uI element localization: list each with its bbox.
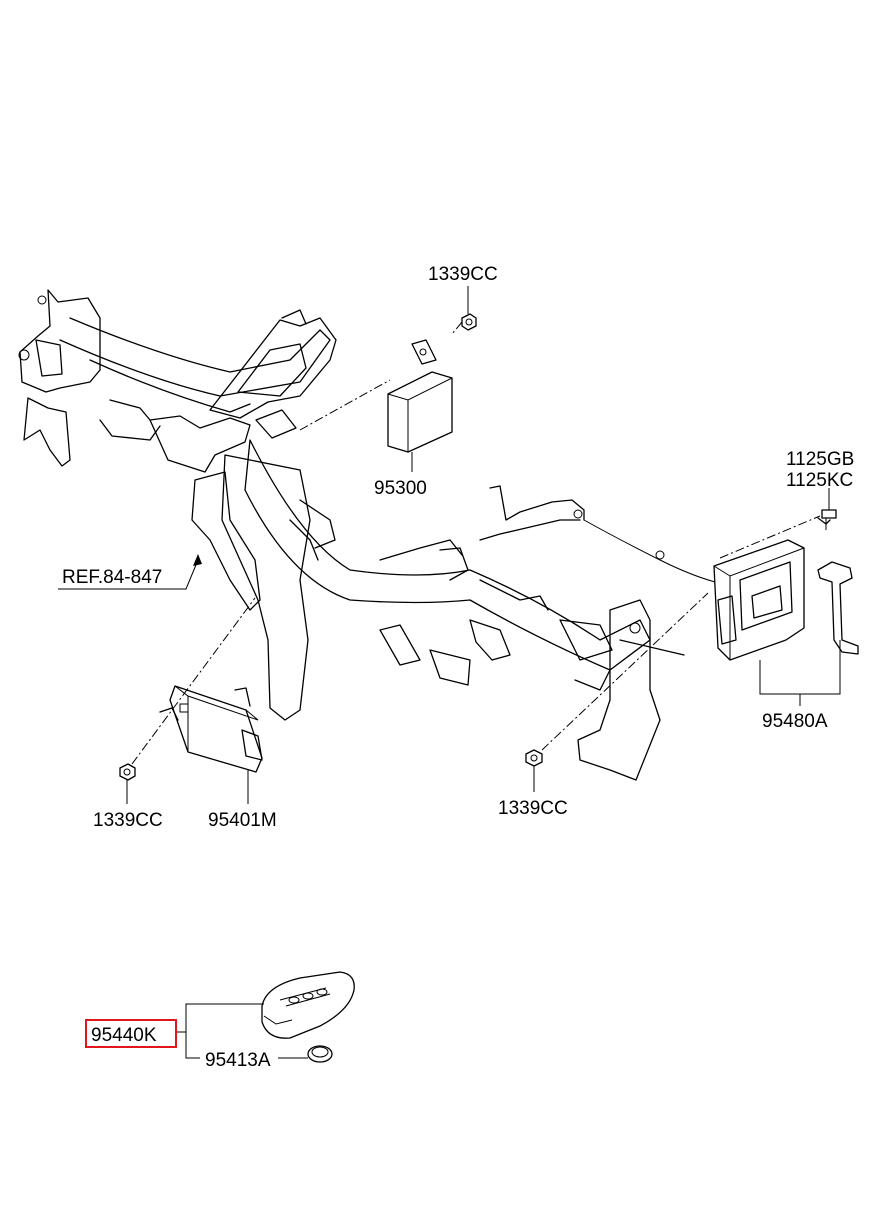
label-module-95300[interactable]: 95300: [374, 478, 427, 499]
module-95401m: [159, 685, 263, 773]
label-bolt-2[interactable]: 1125KC: [786, 470, 853, 491]
module-95480a: [713, 539, 859, 661]
label-nut-left[interactable]: 1339CC: [93, 810, 163, 831]
label-module-95480a[interactable]: 95480A: [762, 711, 828, 732]
label-battery[interactable]: 95413A: [205, 1050, 271, 1071]
label-module-95401m[interactable]: 95401M: [208, 810, 277, 831]
label-reference[interactable]: REF.84-847: [62, 567, 162, 588]
label-nut-center[interactable]: 1339CC: [498, 798, 568, 819]
module-95300: [387, 339, 453, 453]
crossmember-assembly: [18, 289, 716, 781]
leader-lines: [58, 286, 841, 1059]
nut-center-icon: [525, 749, 543, 767]
label-nut-top[interactable]: 1339CC: [428, 264, 498, 285]
bolt-icon: [817, 509, 837, 530]
smart-key-fob-icon: [261, 971, 355, 1039]
label-bolt-1[interactable]: 1125GB: [786, 449, 854, 470]
coin-battery-icon: [307, 1045, 333, 1063]
nut-top-icon: [461, 313, 477, 331]
nut-left-icon: [119, 763, 136, 781]
label-smart-key[interactable]: 95440K: [91, 1025, 157, 1046]
highlight-box: [85, 1019, 177, 1048]
